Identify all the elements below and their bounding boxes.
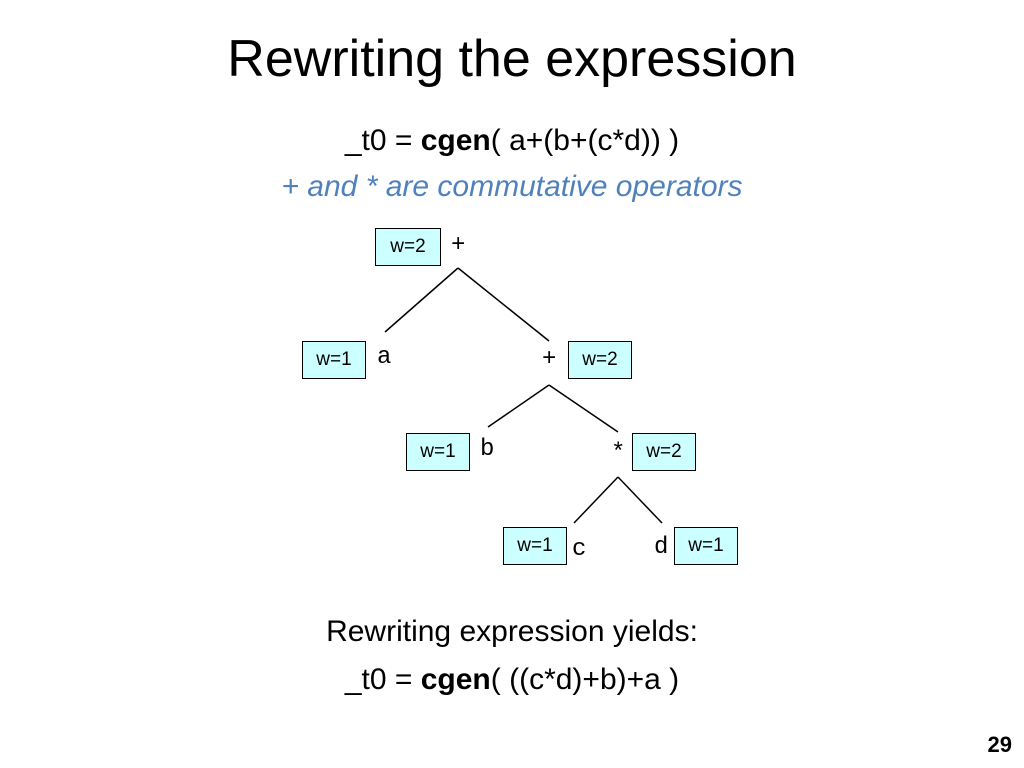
result-expression: _t0 = cgen( ((c*d)+b)+a ) [0, 660, 1024, 700]
node-d: d [654, 534, 669, 561]
node-a: a [377, 344, 392, 371]
expression-line: _t0 = cgen( a+(b+(c*d)) ) [0, 121, 1024, 161]
weight-box-a: w=1 [302, 341, 366, 379]
node-root-plus: + [451, 232, 466, 259]
weight-box-mult: w=2 [632, 433, 696, 471]
edge-root-plus [457, 267, 550, 342]
page-number: 29 [987, 732, 1012, 757]
commutative-note: + and * are commutative operators [281, 170, 743, 203]
node-mult: * [611, 440, 626, 467]
weight-box-b: w=1 [406, 433, 470, 471]
expr-args: ( a+(b+(c*d)) ) [490, 124, 680, 157]
result-prefix: _t0 = [344, 663, 421, 696]
slide-title: Rewriting the expression [227, 30, 797, 88]
result-label: Rewriting expression yields: [326, 615, 698, 648]
edge-plus-mult [548, 384, 619, 433]
edge-plus-b [487, 384, 550, 428]
expr-prefix: _t0 = [344, 124, 421, 157]
weight-box-d: w=1 [674, 527, 738, 565]
edge-root-a [384, 267, 459, 333]
expr-func: cgen [420, 124, 491, 157]
weight-box-root: w=2 [375, 228, 441, 266]
node-c: c [572, 536, 587, 563]
result-args: ( ((c*d)+b)+a ) [490, 663, 680, 696]
node-plus: + [542, 346, 557, 373]
node-b: b [480, 436, 495, 463]
result-func: cgen [420, 663, 491, 696]
edge-mult-d [617, 476, 663, 524]
weight-box-c: w=1 [503, 527, 567, 565]
weight-box-plus: w=2 [568, 341, 632, 379]
edge-mult-c [573, 476, 619, 524]
